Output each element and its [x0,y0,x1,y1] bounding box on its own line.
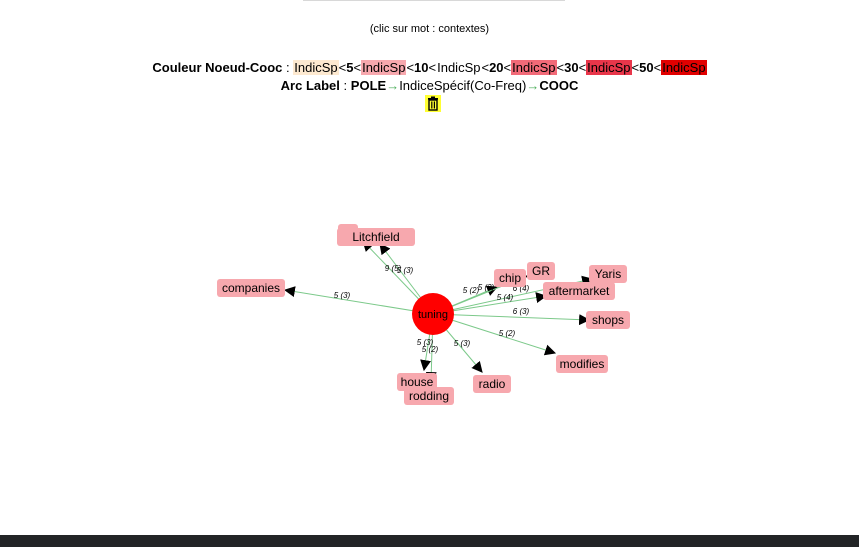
legend-formula: IndiceSpécif(Co-Freq) [399,78,527,93]
node-label: modifies [560,357,605,371]
arc-label-legend: Arc Label : POLE→IndiceSpécif(Co-Freq)→C… [280,78,579,93]
legend-swatch-4: IndicSp [511,60,557,75]
cooccurrence-graph: 9 (5)5 (3)5 (3)5 (2)5 (3)6 (4)5 (4)6 (3)… [217,224,630,405]
node-aftermarket[interactable]: aftermarket [543,282,615,300]
edge-label-litchfield: 5 (3) [397,266,414,275]
legend-threshold: 20 [489,60,504,75]
node-chip[interactable]: chip [494,269,526,287]
node-layer: fLitchfieldcompanieschipGRYarisaftermark… [217,224,630,405]
edge-modifies [432,313,557,356]
node-box [337,228,415,246]
node-color-legend: Couleur Noeud-Cooc : IndicSp<5<IndicSp<1… [152,60,707,75]
arc-label-legend-label: Arc Label [280,78,340,93]
node-box [589,265,627,283]
node-label: Yaris [595,267,621,281]
node-box [527,262,555,280]
node-rodding[interactable]: rodding [404,387,454,405]
node-box [556,355,608,373]
click-hint: (clic sur mot : contextes) [369,23,490,35]
node-box [494,269,526,287]
edge-label-shops: 6 (3) [513,307,530,316]
edge-label-rodding: 5 (2) [422,345,439,354]
edge-label-aftermarket: 5 (4) [497,293,514,302]
edge-shops [432,313,591,326]
trash-button[interactable] [425,95,441,112]
node-house[interactable]: house [397,373,437,391]
edge-label-layer: 9 (5)5 (3)5 (3)5 (2)5 (3)6 (4)5 (4)6 (3)… [334,264,530,354]
node-label: GR [532,264,550,278]
node-label: radio [479,377,506,391]
edge-label-house: 5 (3) [417,338,434,347]
legend-pole: POLE [350,78,387,93]
arrow-right-icon: → [386,78,400,93]
node-label: shops [592,313,624,327]
legend-threshold: 5 [346,60,354,75]
node-label: Litchfield [352,230,399,244]
node-box [217,279,285,297]
edge-label-modifies: 5 (2) [499,329,516,338]
legend-swatch-5: IndicSp [586,60,632,75]
edge-label-chip: 5 (2) [463,286,480,295]
legend-swatch-3: IndicSp [436,60,482,75]
edge-label-companies: 5 (3) [334,291,351,300]
node-label: house [401,375,434,389]
legend-threshold: 30 [564,60,579,75]
center-node-circle [412,293,454,335]
legend-swatch-1: IndicSp [293,60,339,75]
node-radio[interactable]: radio [473,375,511,393]
edge-label-radio: 5 (3) [454,339,471,348]
legend-swatch-2: IndicSp [361,60,407,75]
arrow-right-icon: → [526,78,540,93]
legend-threshold: 10 [414,60,429,75]
node-modifies[interactable]: modifies [556,355,608,373]
node-label: companies [222,281,280,295]
bottom-bar [0,535,859,547]
edge-companies [283,286,434,315]
legend-cooc: COOC [539,78,579,93]
node-label: aftermarket [549,284,610,298]
node-label: rodding [409,389,449,403]
legend: Couleur Noeud-Cooc : IndicSp<5<IndicSp<1… [0,59,859,95]
legend-swatch-6: IndicSp [661,60,707,75]
node-litchfield[interactable]: Litchfield [337,228,415,246]
center-node[interactable]: tuning [412,293,454,335]
edge-label-yaris: 6 (4) [513,284,530,293]
node-shops[interactable]: shops [586,311,630,329]
node-companies[interactable]: companies [217,279,285,297]
edge-label-f: 9 (5) [385,264,402,273]
node-box [543,282,615,300]
node-label: chip [499,271,521,285]
edge-label-gr: 5 (3) [478,283,495,292]
node-yaris[interactable]: Yaris [589,265,627,283]
center-node-label: tuning [418,309,448,321]
legend-threshold: 50 [639,60,654,75]
node-gr[interactable]: GR [527,262,555,280]
node-box [473,375,511,393]
node-box [586,311,630,329]
top-divider [303,0,565,1]
trash-icon [428,96,438,111]
node-box [397,373,437,391]
node-color-legend-label: Couleur Noeud-Cooc [152,60,283,75]
node-box [404,387,454,405]
